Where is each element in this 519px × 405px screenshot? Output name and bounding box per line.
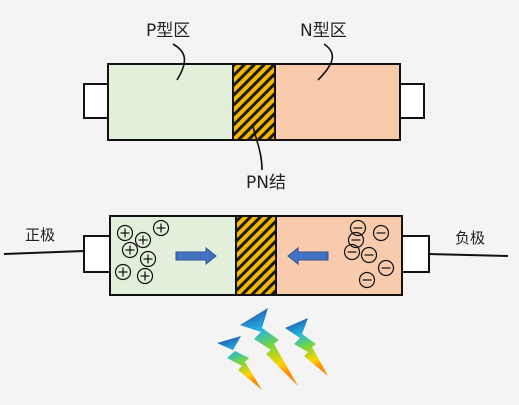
minus-circle-icon [347,231,365,249]
top-diode [83,43,425,171]
p-label-leader [172,43,186,81]
n-region-label: N型区 [300,21,347,41]
electrons-group [343,219,395,289]
top-left-terminal [83,83,110,119]
plus-circle-icon [116,224,134,242]
minus-circle-icon [343,243,361,261]
positive-lead-wire [3,250,85,255]
positive-terminal-label: 正极 [25,226,56,244]
right-arrow-icon [175,246,217,266]
plus-circle-icon [136,267,154,285]
junction-label-leader [252,125,263,171]
top-p-region [107,63,234,141]
left-arrow-icon [287,246,329,266]
bottom-left-terminal [83,235,112,273]
negative-lead-wire [427,253,509,257]
n-label-leader [317,43,334,81]
top-right-terminal [398,83,425,119]
bottom-pn-junction [235,215,277,296]
lightning-bolt-icon [217,336,262,390]
plus-circle-icon [134,231,152,249]
bottom-diode [3,215,509,296]
light-emission [217,308,328,390]
plus-circle-icon [152,219,170,237]
bottom-right-terminal [401,235,430,273]
minus-circle-icon [349,219,367,237]
pn-junction-label: PN结 [246,173,286,193]
minus-circle-icon [377,259,395,277]
lightning-bolt-icon [285,318,328,376]
minus-circle-icon [372,224,390,242]
lightning-bolt-icon [240,308,298,386]
top-n-region [274,63,401,141]
holes-group [114,219,170,285]
negative-terminal-label: 负极 [455,229,486,247]
plus-circle-icon [139,250,157,268]
minus-circle-icon [360,246,378,264]
minus-circle-icon [358,271,376,289]
bottom-p-region [109,215,237,296]
plus-circle-icon [114,263,132,281]
plus-circle-icon [121,241,139,259]
p-region-label: P型区 [146,21,191,41]
